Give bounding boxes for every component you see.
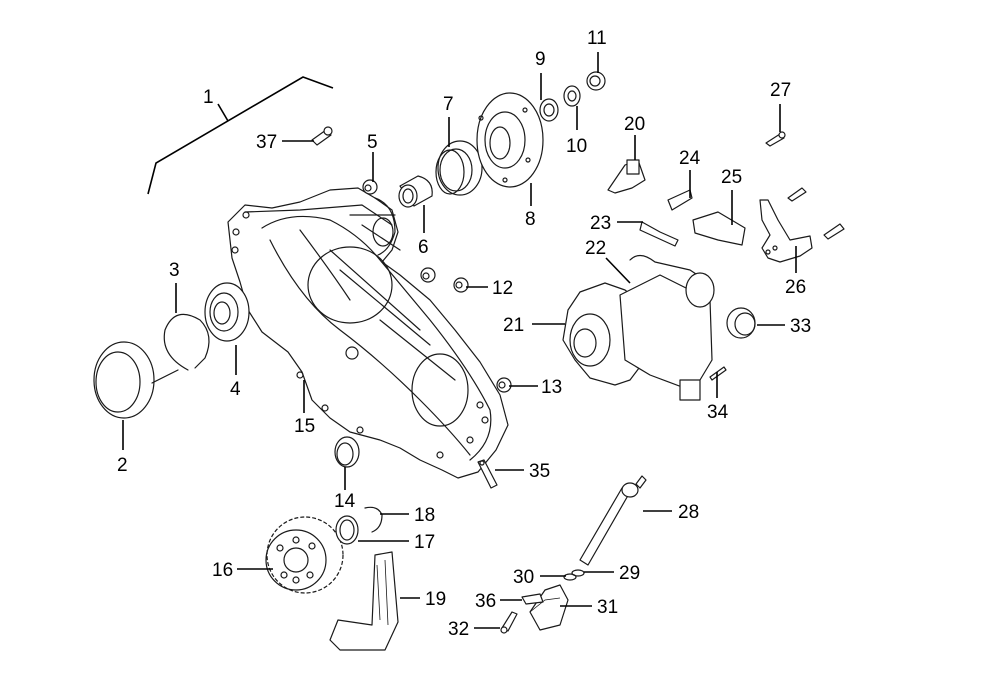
callout-36: 36 — [475, 591, 496, 612]
part-24-clip — [667, 189, 693, 211]
part-15-case-cover — [227, 187, 509, 479]
callout-31: 31 — [597, 597, 618, 618]
callout-19: 19 — [425, 589, 446, 610]
callout-16: 16 — [212, 560, 233, 581]
callout-1: 1 — [203, 87, 214, 108]
callout-14: 14 — [334, 491, 356, 512]
part-10-washer — [563, 85, 581, 107]
part-30-o-ring — [563, 573, 577, 581]
callout-6: 6 — [418, 237, 429, 258]
callout-2: 2 — [117, 455, 128, 476]
callout-35: 35 — [529, 461, 550, 482]
callout-7: 7 — [443, 94, 454, 115]
part-16-gear — [265, 516, 344, 594]
callout-17: 17 — [414, 532, 435, 553]
callout-12: 12 — [492, 278, 513, 299]
callout-5: 5 — [367, 132, 378, 153]
callout-20: 20 — [624, 114, 645, 135]
callout-21: 21 — [503, 315, 524, 336]
callout-10: 10 — [566, 136, 587, 157]
callout-30: 30 — [513, 567, 534, 588]
part-2-seal-ring — [93, 341, 179, 419]
part-5-dowel — [362, 179, 378, 195]
part-9-seal — [539, 98, 559, 122]
callout-8: 8 — [525, 209, 536, 230]
callout-22: 22 — [585, 238, 606, 259]
part-33-plug — [726, 307, 756, 339]
callout-29: 29 — [619, 563, 640, 584]
part-22-motor — [619, 254, 715, 401]
callout-18: 18 — [414, 505, 435, 526]
callout-27: 27 — [770, 80, 791, 101]
callout-labels: 1 2 3 4 5 6 7 8 9 10 11 12 13 14 15 16 1… — [117, 28, 811, 640]
part-1-assembly-bracket — [147, 76, 334, 195]
callout-26: 26 — [785, 277, 806, 298]
part-32-bolt — [500, 611, 518, 634]
part-4-bearing — [204, 282, 250, 342]
part-29-o-ring — [571, 569, 585, 577]
callout-37: 37 — [256, 132, 277, 153]
part-6-bushing — [398, 175, 433, 208]
callout-34: 34 — [707, 402, 729, 423]
part-14-bearing — [334, 436, 360, 468]
part-35-pin — [477, 459, 498, 489]
part-34-bolt — [709, 366, 727, 381]
part-26-bracket — [759, 199, 813, 263]
callout-3: 3 — [169, 260, 180, 281]
callout-23: 23 — [590, 213, 611, 234]
part-17-seal — [335, 515, 359, 545]
callout-24: 24 — [679, 148, 701, 169]
part-37-bolt — [311, 126, 333, 146]
part-36-tab — [521, 593, 544, 605]
part-12b-dowel — [420, 267, 436, 283]
bolt-extra-2 — [823, 223, 845, 240]
part-12-dowel — [453, 277, 469, 293]
callout-13: 13 — [541, 377, 562, 398]
part-19-chain — [329, 551, 399, 651]
callout-25: 25 — [721, 167, 742, 188]
part-25-connector — [692, 211, 746, 246]
bolt-extra-1 — [787, 187, 807, 202]
part-18-snap-ring — [364, 506, 383, 533]
part-7-bearing-race — [435, 140, 483, 196]
part-20-sensor — [607, 159, 646, 194]
part-13-dowel — [496, 377, 512, 393]
part-23-brush-holder — [639, 221, 679, 247]
callout-11: 11 — [587, 28, 607, 49]
part-31-sleeve — [529, 584, 569, 631]
callout-4: 4 — [230, 379, 241, 400]
part-27-bolt — [765, 131, 786, 147]
part-3-snap-ring — [163, 313, 210, 371]
leader-lines — [122, 52, 797, 629]
callout-32: 32 — [448, 619, 469, 640]
part-28-shaft — [579, 475, 647, 566]
part-11-nut — [586, 71, 606, 91]
callout-28: 28 — [678, 502, 699, 523]
part-8-flange — [476, 92, 544, 188]
callout-15: 15 — [294, 416, 315, 437]
callout-33: 33 — [790, 316, 811, 337]
callout-9: 9 — [535, 49, 546, 70]
